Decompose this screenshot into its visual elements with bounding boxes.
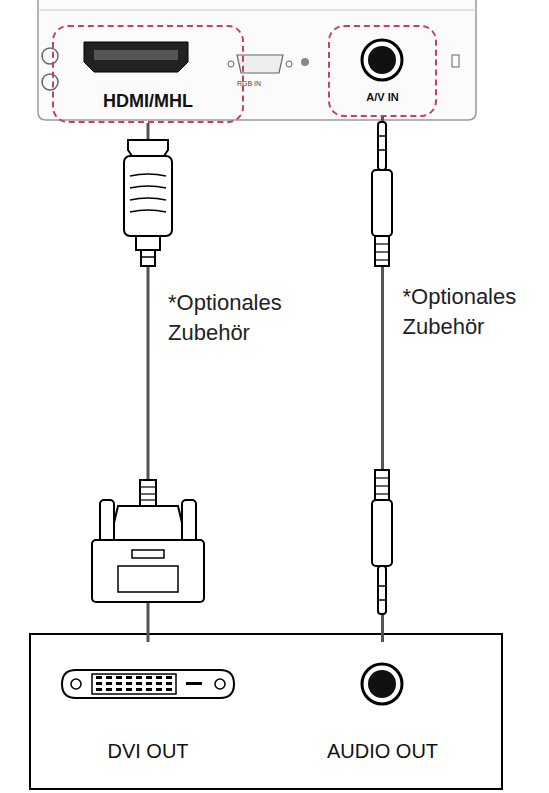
port-name: RGB IN bbox=[237, 80, 261, 88]
port-highlight-box: HDMI/MHL bbox=[52, 25, 244, 123]
port-highlight-box: A/V IN bbox=[328, 25, 437, 117]
cable-note: *Optionales Zubehör bbox=[168, 288, 318, 348]
port-label: HDMI/MHL bbox=[54, 91, 242, 112]
port-label: AUDIO OUT bbox=[302, 740, 463, 763]
port-label: DVI OUT bbox=[50, 740, 246, 763]
port-label: A/V IN bbox=[330, 91, 435, 103]
cable-note: *Optionales Zubehör bbox=[403, 282, 546, 342]
output-port: AUDIO OUT bbox=[302, 642, 463, 784]
output-port: DVI OUT bbox=[50, 642, 246, 784]
